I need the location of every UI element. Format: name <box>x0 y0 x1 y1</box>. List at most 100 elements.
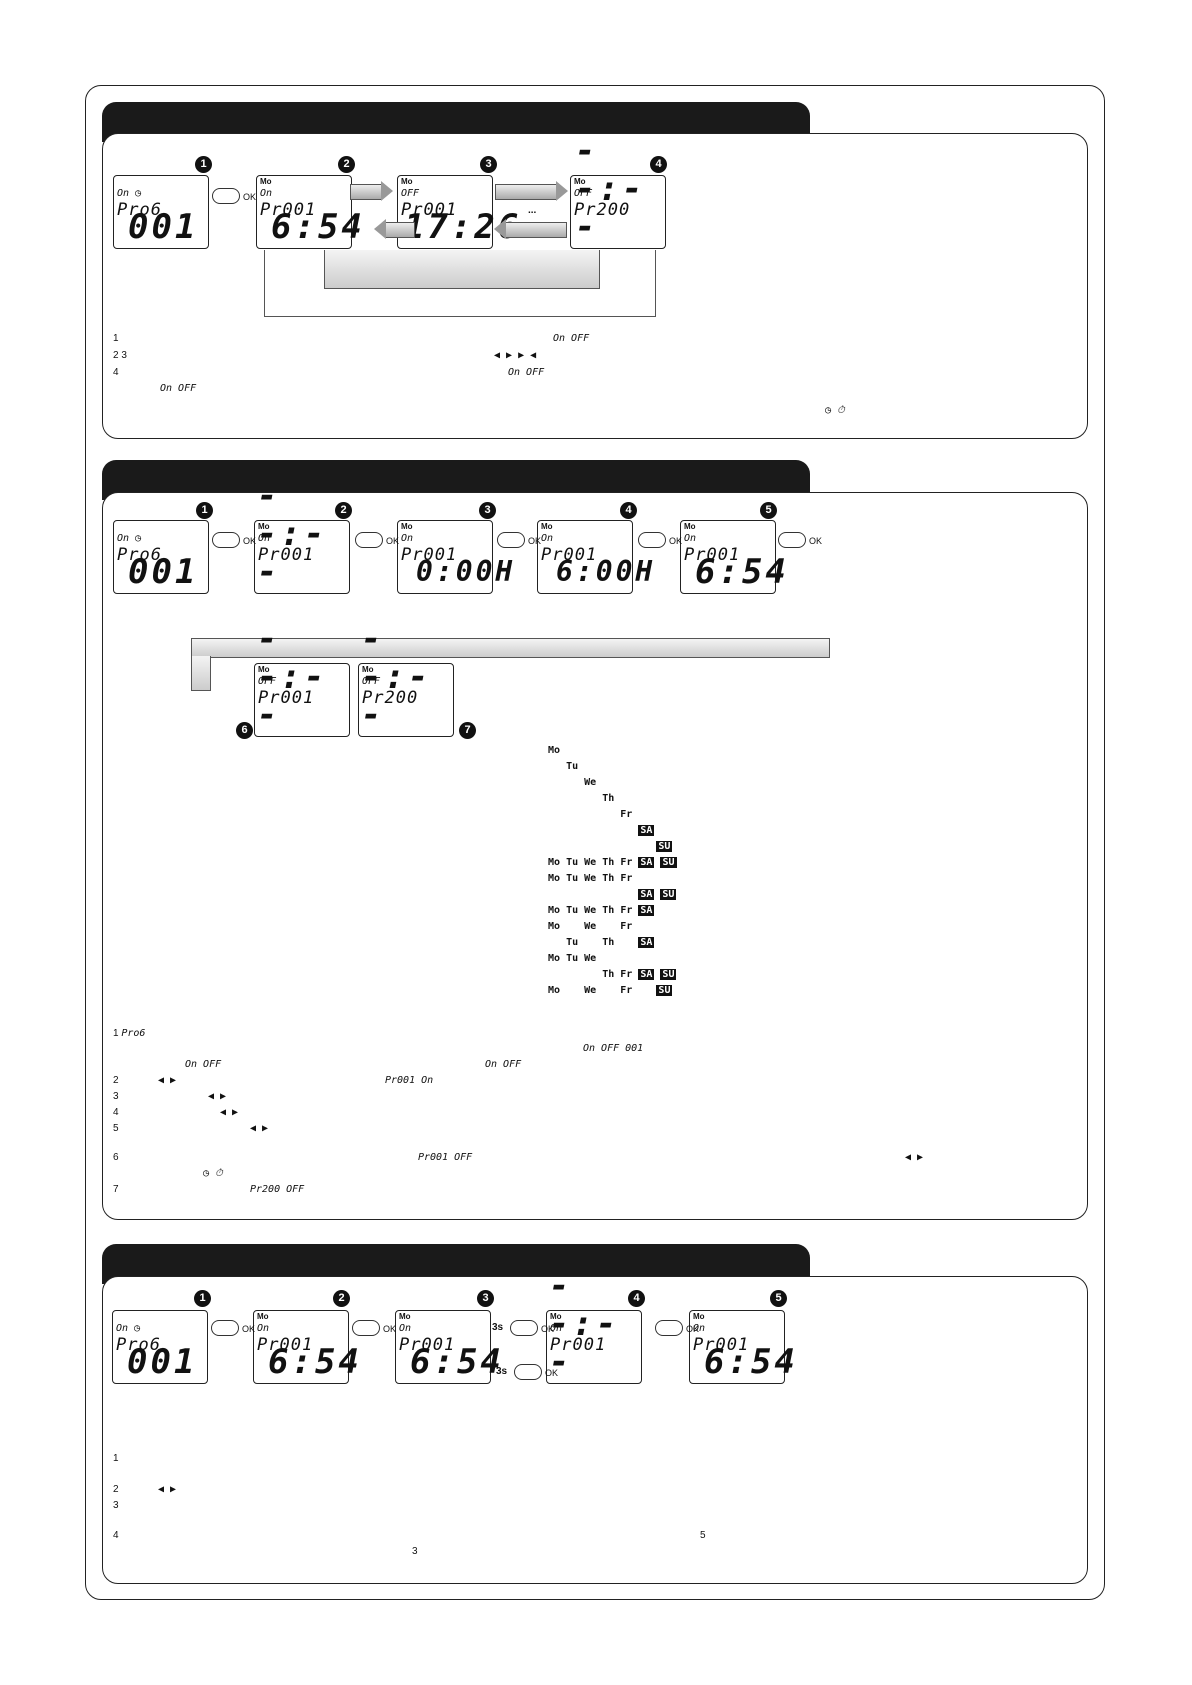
ok-button[interactable]: OK <box>212 532 256 548</box>
step-3-marker: 3 <box>479 502 496 519</box>
legend-text: On OFF 001 <box>583 1043 644 1054</box>
legend-text: On OFF <box>485 1059 522 1070</box>
lcd-display: On ◷ Pro6 001 <box>113 175 209 249</box>
day-combination-row: SU <box>656 841 673 852</box>
legend-text: ◀ ▶ <box>220 1107 239 1118</box>
step-4-marker: 4 <box>650 156 667 173</box>
day-combination-row: SA SU <box>638 889 677 900</box>
hold-duration: 3s <box>496 1366 508 1377</box>
loop-arrow <box>324 250 600 289</box>
lcd-status: On ◷ <box>117 188 142 199</box>
next-arrow <box>495 181 568 201</box>
lcd-status: On <box>260 188 273 199</box>
lcd-display: Mo OFF Pr200 --:-- <box>358 620 454 737</box>
ok-button[interactable]: OK <box>211 1320 255 1336</box>
legend-text: ◷ ⏱ <box>825 405 845 416</box>
lcd-display: Mo On Pr001 0:00H <box>397 520 512 594</box>
ok-button[interactable]: OK <box>514 1364 558 1380</box>
step-1-marker: 1 <box>195 156 212 173</box>
legend-text: ◀ ▶ <box>208 1091 227 1102</box>
day-combination-row: We <box>584 777 597 788</box>
lcd-display: Mo On Pr001 6:00H <box>537 520 652 594</box>
step-5-marker: 5 <box>770 1290 787 1307</box>
loop-arrow <box>191 638 830 658</box>
legend-text: ◷ ⏱ <box>203 1168 223 1179</box>
bullet-1: 1 <box>113 333 119 344</box>
lcd-value: --:-- <box>575 131 646 247</box>
day-combination-row: Mo Tu We Th Fr <box>548 873 633 884</box>
day-combination-row: Mo Tu We Th Fr SA SU <box>548 857 677 868</box>
lcd-display: Mo OFF Pr001 --:-- <box>254 620 350 737</box>
day-combination-row: Tu <box>566 761 579 772</box>
lcd-program: Pro6 <box>117 200 162 220</box>
back-arrow <box>385 222 415 238</box>
legend-text: Pr001 On <box>385 1075 434 1086</box>
step-1-marker: 1 <box>196 502 213 519</box>
step-5-marker: 5 <box>760 502 777 519</box>
day-combination-row: Mo Tu We <box>548 953 597 964</box>
ok-button[interactable]: OK <box>355 532 399 548</box>
lcd-value: 6:54 <box>271 207 365 247</box>
lcd-display: Mo On Pr001 6:54 <box>253 1310 359 1384</box>
step-3-marker: 3 <box>477 1290 494 1307</box>
ok-button[interactable]: OK <box>510 1320 554 1336</box>
legend-line: 1 <box>113 333 119 345</box>
lcd-display: Mo On Pr001 --:-- <box>254 477 350 594</box>
hold-duration: 3s <box>492 1322 504 1333</box>
lcd-day: Mo <box>401 177 413 186</box>
legend-line: 2 3 <box>113 350 127 361</box>
ok-button[interactable]: OK <box>352 1320 396 1336</box>
lcd-status: OFF <box>574 188 593 199</box>
page-frame <box>85 85 1105 1600</box>
day-combination-row: Mo Tu We Th Fr SA <box>548 905 655 916</box>
step-1-marker: 1 <box>194 1290 211 1307</box>
legend-text: ◀ ▶ <box>250 1123 269 1134</box>
step-2-marker: 2 <box>335 502 352 519</box>
day-combination-row: Tu Th SA <box>566 937 655 948</box>
step-2-marker: 2 <box>333 1290 350 1307</box>
legend-line: 1 Pro6 <box>113 1028 146 1039</box>
lcd-display: Mo OFF Pr200 --:-- <box>570 132 666 249</box>
lcd-display: Mo On Pr001 6:54 <box>689 1310 795 1384</box>
legend-text: ◀ ▶ <box>905 1152 924 1163</box>
loop-arrow <box>191 656 211 691</box>
lcd-program: Pr001 <box>401 200 458 220</box>
lcd-day: Mo <box>260 177 272 186</box>
legend-text: Pr200 OFF <box>250 1184 305 1195</box>
lcd-display: On ◷ Pro6 001 <box>113 520 209 594</box>
step-4-marker: 4 <box>620 502 637 519</box>
legend-text: ◀ ▶ <box>158 1075 177 1086</box>
ok-button[interactable]: OK <box>212 188 256 204</box>
step-4-marker: 4 <box>628 1290 645 1307</box>
ok-button[interactable]: OK <box>497 532 541 548</box>
lcd-status: OFF <box>401 188 420 199</box>
day-combination-row: Th <box>602 793 615 804</box>
day-combination-row: Th Fr SA SU <box>602 969 677 980</box>
day-combination-row: Mo We Fr SU <box>548 985 673 996</box>
ok-button[interactable]: OK <box>638 532 682 548</box>
lcd-day: Mo <box>574 177 586 186</box>
lcd-display: Mo On Pr001 6:54 <box>680 520 786 594</box>
step-7-marker: 7 <box>459 722 476 739</box>
legend-line: 4 <box>113 367 119 378</box>
lcd-display: Mo On Pr001 6:54 <box>256 175 362 249</box>
day-combination-row: Mo We Fr <box>548 921 633 932</box>
ok-button[interactable]: OK <box>655 1320 699 1336</box>
legend-text: ◀ ▶ <box>158 1484 177 1495</box>
legend-text: On OFF <box>160 383 197 394</box>
day-combination-row: SA <box>638 825 655 836</box>
lcd-display: On ◷ Pro6 001 <box>112 1310 208 1384</box>
ok-button[interactable]: OK <box>778 532 822 548</box>
step-6-marker: 6 <box>236 722 253 739</box>
loop-arrow <box>264 250 656 317</box>
legend-text: On OFF <box>185 1059 222 1070</box>
lcd-program: Pr200 <box>574 200 631 220</box>
lcd-value: 001 <box>128 207 199 247</box>
day-combination-row: Mo <box>548 745 561 756</box>
lcd-display: Mo On Pr001 --:-- <box>546 1267 642 1384</box>
legend-text: Pr001 OFF <box>418 1152 473 1163</box>
step-3-marker: 3 <box>480 156 497 173</box>
legend-text: ◀ ▶ ▶ ◀ <box>494 350 537 361</box>
lcd-display: Mo On Pr001 6:54 <box>395 1310 501 1384</box>
lcd-program: Pr001 <box>260 200 317 220</box>
